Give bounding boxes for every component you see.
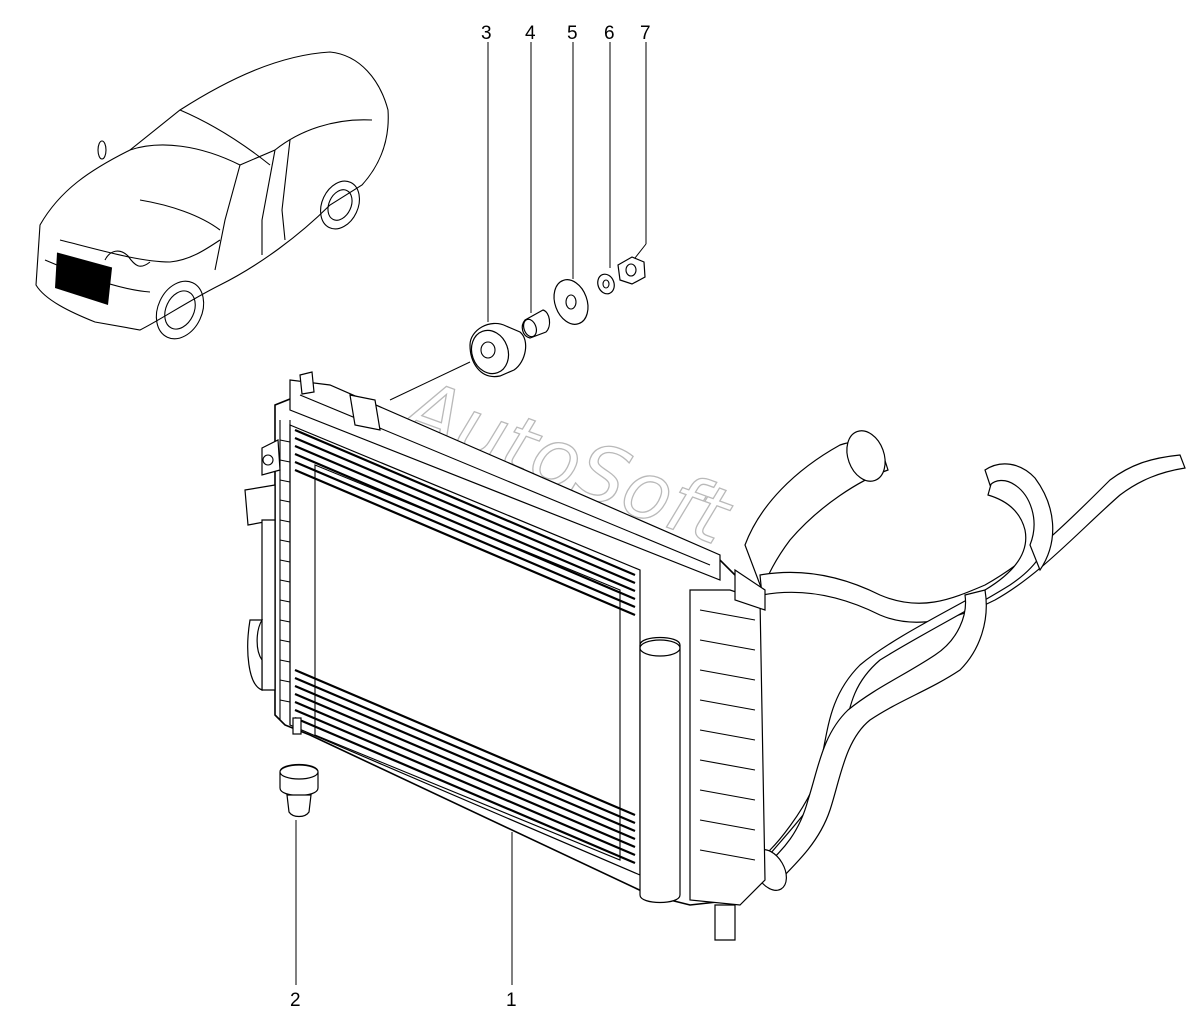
callout-7: 7 — [640, 23, 651, 44]
spring-washer — [597, 273, 615, 295]
callout-1: 1 — [506, 990, 517, 1011]
callout-3: 3 — [481, 23, 492, 44]
spacer-bushing — [521, 309, 551, 339]
lower-core-fins — [294, 668, 636, 865]
leader-lines — [295, 42, 647, 985]
callout-4: 4 — [525, 23, 536, 44]
hex-nut — [617, 256, 646, 285]
callout-2: 2 — [290, 990, 301, 1011]
upper-core-fins — [294, 428, 636, 617]
upper-mount-cushion — [469, 322, 527, 378]
radiator-assembly — [244, 371, 766, 941]
coolant-hoses — [744, 430, 1186, 891]
vehicle-locator-illustration — [35, 51, 389, 340]
lower-mount-cushion — [279, 763, 319, 818]
flat-washer — [553, 279, 589, 325]
callout-6: 6 — [604, 23, 615, 44]
callout-5: 5 — [567, 23, 578, 44]
callout-labels: 1 2 3 4 5 6 7 — [290, 23, 651, 1011]
